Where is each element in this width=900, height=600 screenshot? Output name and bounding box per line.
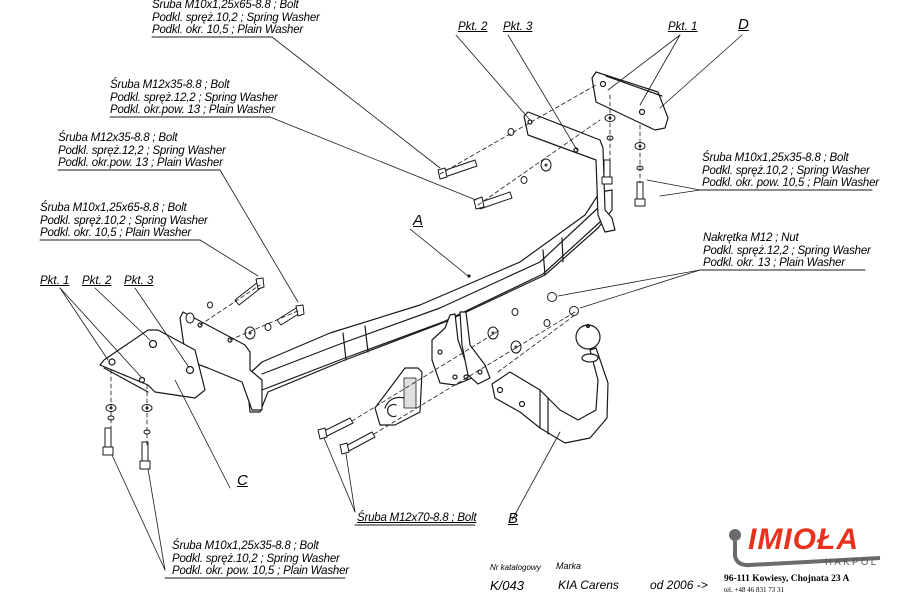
callout-left-pkt1: Pkt. 1 xyxy=(40,275,70,287)
label-line: Śruba M10x1,25x65-8.8 ; Bolt xyxy=(40,202,187,214)
label-line: Śruba M12x35-8.8 ; Bolt xyxy=(110,79,230,91)
label-line: Śruba M12x70-8.8 ; Bolt xyxy=(357,512,477,524)
label-line: Podkl. okr. 10,5 ; Plain Washer xyxy=(152,24,304,36)
label-line: Podkl. okr.pow. 13 ; Plain Washer xyxy=(58,157,223,169)
socket-plate xyxy=(374,367,423,426)
crossbar-a xyxy=(247,189,613,413)
label-line: Śruba M10x1,25x35-8.8 ; Bolt xyxy=(172,540,319,552)
label-line: Śruba M10x1,25x35-8.8 ; Bolt xyxy=(702,152,849,164)
label-bottom-center-bolt: Śruba M12x70-8.8 ; Bolt xyxy=(357,512,477,525)
vehicle-make-model: KIA Carens xyxy=(558,578,619,592)
brand-subtitle: HAKPOL xyxy=(825,557,879,568)
brand-phone: tel. +48 46 831 73 31 xyxy=(724,586,784,594)
label-line: Podkl. okr. pow. 10,5 ; Plain Washer xyxy=(172,565,349,577)
label-line: Podkl. spręż.10,2 ; Spring Washer xyxy=(152,11,320,24)
part-label-a: A xyxy=(413,212,424,229)
part-label-d: D xyxy=(738,16,749,33)
ball-mount-bracket xyxy=(431,311,491,386)
label-line: Podkl. spręż.10,2 ; Spring Washer xyxy=(702,164,870,177)
label-line: Podkl. spręż.12,2 ; Spring Washer xyxy=(110,91,278,104)
label-line: Śruba M12x35-8.8 ; Bolt xyxy=(58,132,178,144)
label-right-nut-set: Nakrętka M12 ; Nut Podkl. spręż.12,2 ; S… xyxy=(703,232,871,270)
callout-top-pkt3: Pkt. 3 xyxy=(503,21,533,33)
callout-top-pkt1: Pkt. 1 xyxy=(668,21,698,33)
label-line: Podkl. spręż.10,2 ; Spring Washer xyxy=(40,214,208,227)
towball-b xyxy=(491,323,609,444)
part-label-b: B xyxy=(508,510,519,527)
label-left-lower-bolt-set: Śruba M10x1,25x65-8.8 ; Bolt Podkl. sprę… xyxy=(40,202,208,240)
callout-top-pkt2: Pkt. 2 xyxy=(458,21,488,33)
label-upper-mid-bolt-set: Śruba M12x35-8.8 ; Bolt Podkl. spręż.12,… xyxy=(110,79,278,117)
label-line: Podkl. okr. 10,5 ; Plain Washer xyxy=(40,227,192,239)
label-left-mid-bolt-set: Śruba M12x35-8.8 ; Bolt Podkl. spręż.12,… xyxy=(58,132,226,170)
callout-left-pkt2: Pkt. 2 xyxy=(82,275,112,287)
label-line: Podkl. okr. 13 ; Plain Washer xyxy=(703,257,845,269)
label-underlines xyxy=(39,36,873,579)
right-side-plate xyxy=(523,111,616,233)
label-right-upper-bolt-set: Śruba M10x1,25x35-8.8 ; Bolt Podkl. sprę… xyxy=(702,152,879,190)
brand-name: IMIOŁA xyxy=(748,523,859,556)
label-line: Podkl. okr. pow. 10,5 ; Plain Washer xyxy=(702,177,879,189)
label-line: Nakrętka M12 ; Nut xyxy=(703,232,799,244)
bracket-d xyxy=(591,71,669,131)
brand-logo-graphic xyxy=(729,529,881,568)
callout-left-pkt3: Pkt. 3 xyxy=(124,275,154,287)
label-line: Podkl. spręż.12,2 ; Spring Washer xyxy=(703,244,871,257)
label-line: Podkl. spręż.12,2 ; Spring Washer xyxy=(58,144,226,157)
washers xyxy=(105,114,646,435)
brand-address: 96-111 Kowiesy, Chojnata 23 A xyxy=(724,574,850,584)
catalog-number: K/043 xyxy=(490,578,524,593)
label-top-bolt-set: Śruba M10x1,25x65-8.8 ; Bolt Podkl. sprę… xyxy=(152,0,320,37)
left-side-plate xyxy=(179,311,263,411)
production-years: od 2006 -> xyxy=(650,578,708,592)
catalog-number-caption: Nr katalogowy xyxy=(490,563,541,572)
assembly-axes xyxy=(110,84,641,446)
part-label-c: C xyxy=(237,472,248,489)
leader-lines xyxy=(59,34,743,571)
label-line: Śruba M10x1,25x65-8.8 ; Bolt xyxy=(152,0,299,11)
label-bottom-left-bolt-set: Śruba M10x1,25x35-8.8 ; Bolt Podkl. sprę… xyxy=(172,540,349,578)
label-line: Podkl. spręż.10,2 ; Spring Washer xyxy=(172,552,340,565)
make-caption: Marka xyxy=(556,561,582,571)
label-line: Podkl. okr.pow. 13 ; Plain Washer xyxy=(110,104,275,116)
bolts xyxy=(102,159,646,470)
